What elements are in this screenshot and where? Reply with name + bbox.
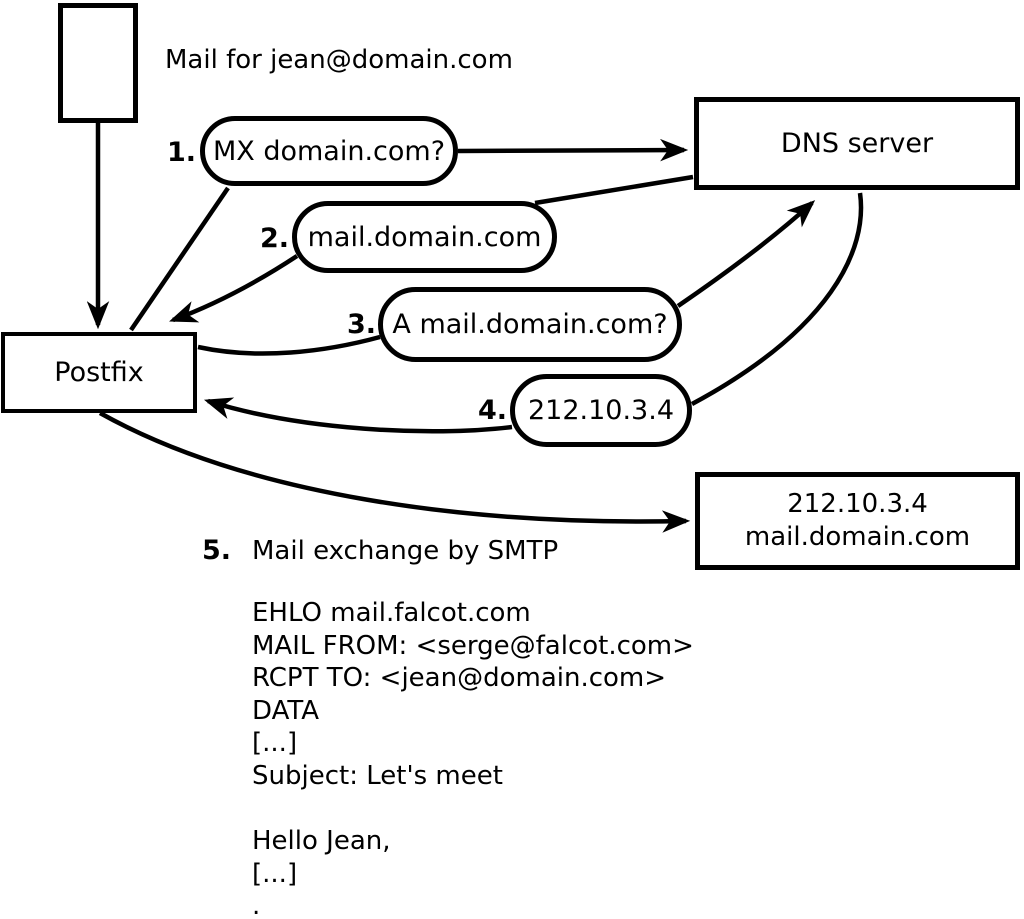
postfix-node: Postfix xyxy=(1,332,197,413)
step3-bubble-label: A mail.domain.com? xyxy=(392,309,668,340)
mail-server-node: 212.10.3.4 mail.domain.com xyxy=(695,472,1020,570)
arrow-step2-to-postfix xyxy=(169,254,299,323)
step2-bubble-label: mail.domain.com xyxy=(307,221,542,253)
dns-server-node: DNS server xyxy=(694,97,1020,190)
mail-server-ip: 212.10.3.4 xyxy=(787,489,928,519)
mail-server-hostname: mail.domain.com xyxy=(744,522,971,552)
mail-message-icon xyxy=(58,3,138,123)
step4-bubble-label: 212.10.3.4 xyxy=(528,395,674,426)
smtp-session-text: EHLO mail.falcot.com MAIL FROM: <serge@f… xyxy=(252,598,694,919)
diagram-title: Mail for jean@domain.com xyxy=(165,45,513,75)
arrow-step3-to-dns xyxy=(676,200,816,308)
postfix-label: Postfix xyxy=(54,357,144,388)
step5-label: Mail exchange by SMTP xyxy=(252,536,559,566)
step4-number: 4. xyxy=(477,395,507,426)
step1-bubble: MX domain.com? xyxy=(200,116,458,186)
step3-number: 3. xyxy=(346,309,376,340)
step2-number: 2. xyxy=(259,223,289,254)
step4-bubble: 212.10.3.4 xyxy=(510,374,692,447)
line-dns-to-step2 xyxy=(534,174,694,206)
arrow-step1-to-dns xyxy=(457,138,689,162)
step3-bubble: A mail.domain.com? xyxy=(378,287,682,362)
step1-number: 1. xyxy=(166,137,196,168)
line-postfix-to-step1 xyxy=(129,186,230,332)
dns-server-label: DNS server xyxy=(780,128,934,159)
line-dns-to-step4 xyxy=(690,192,864,406)
step1-bubble-label: MX domain.com? xyxy=(212,135,446,167)
step5-number: 5. xyxy=(201,535,231,566)
step2-bubble: mail.domain.com xyxy=(292,201,557,273)
